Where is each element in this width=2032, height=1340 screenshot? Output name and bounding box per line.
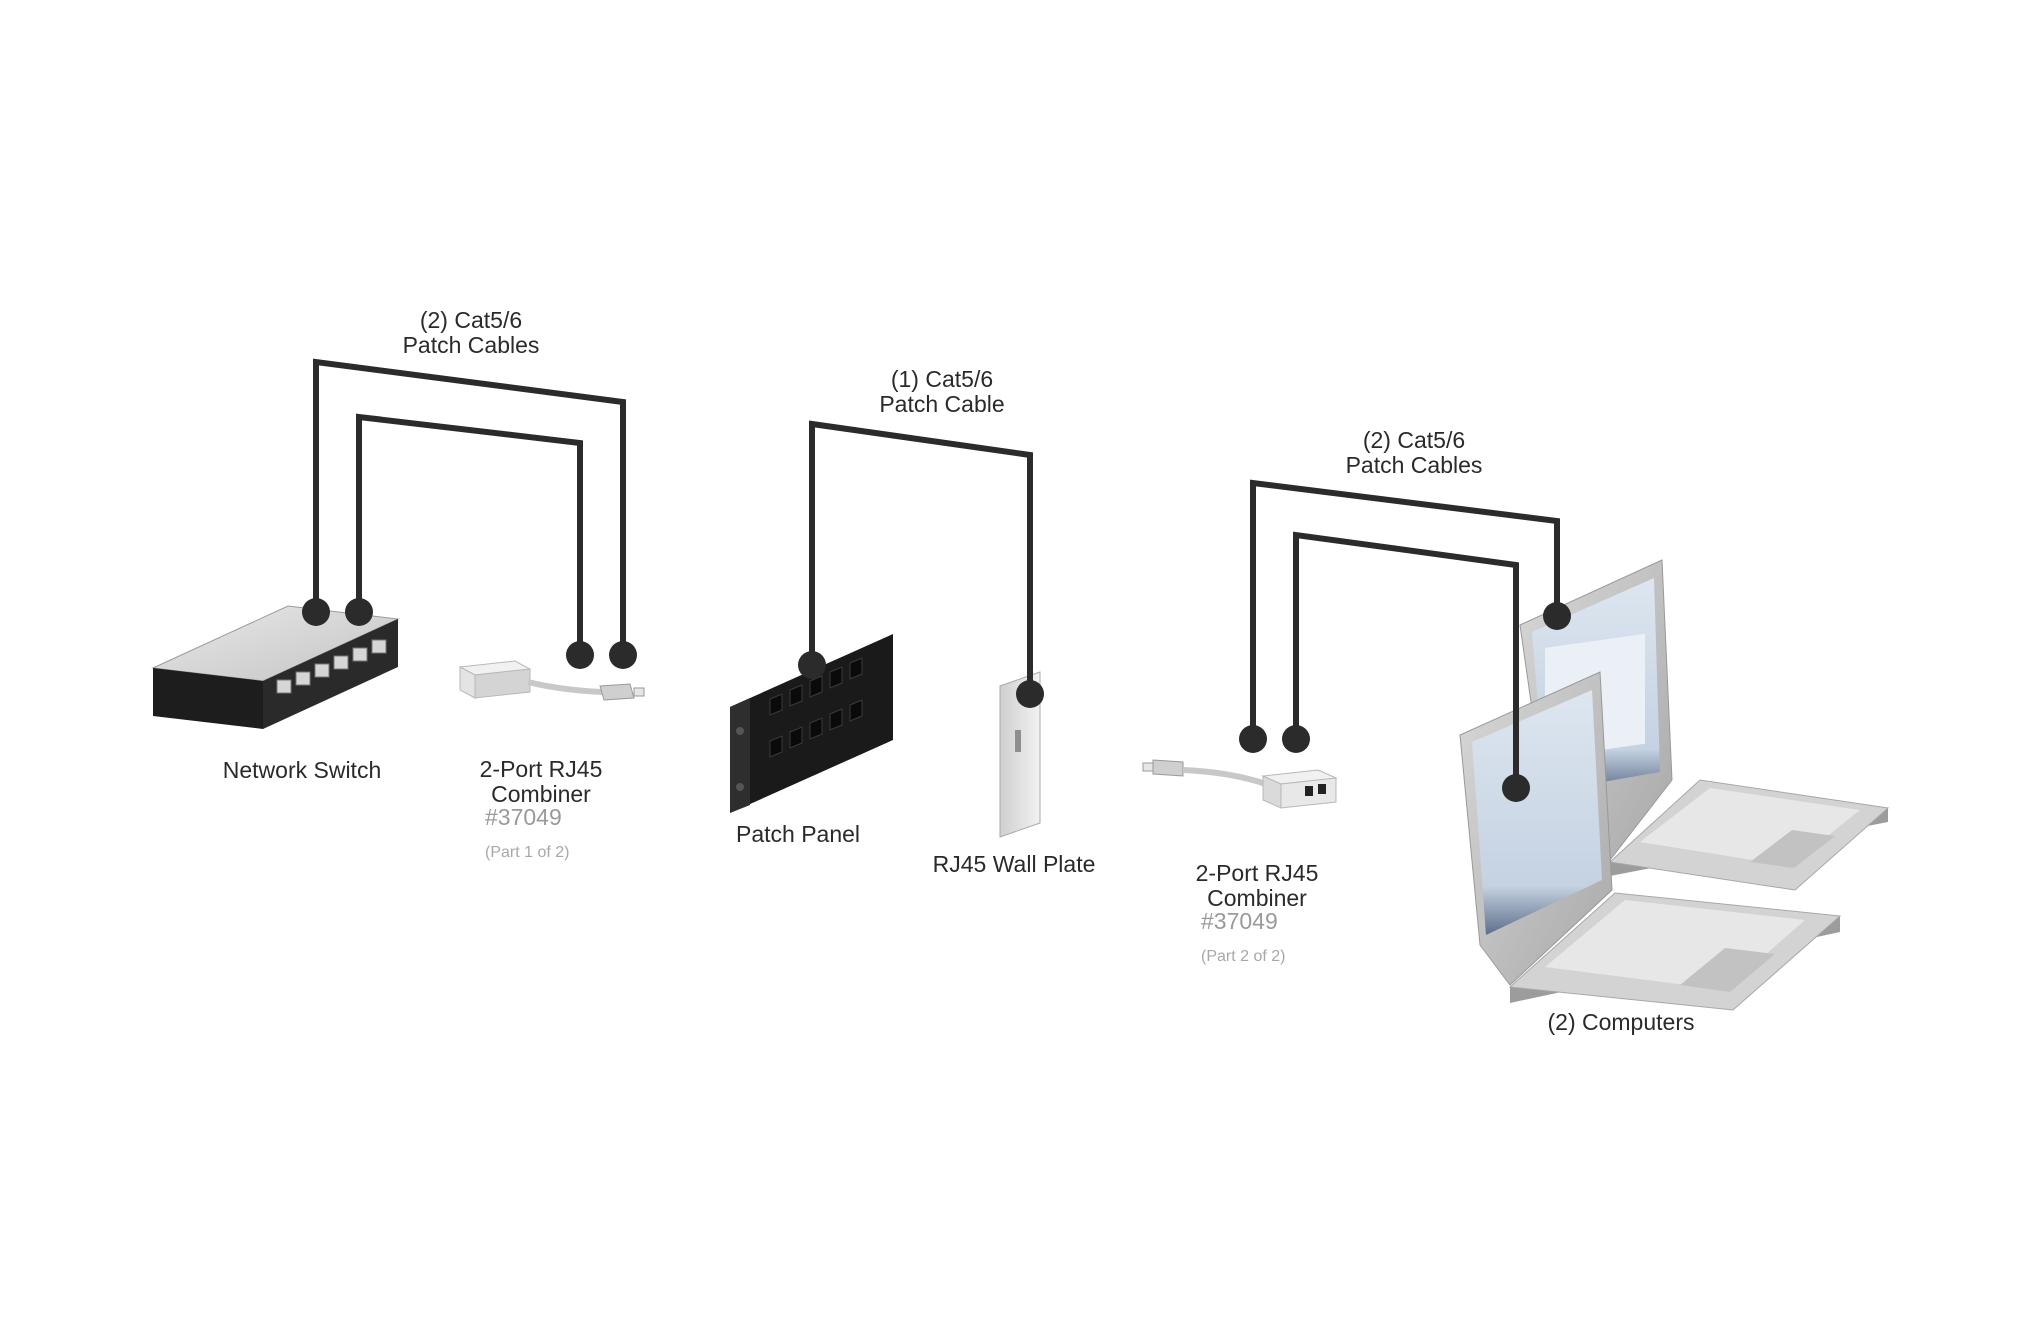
connector-dot: [345, 598, 373, 626]
patch-panel-icon: [730, 634, 893, 813]
wall-plate-label: RJ45 Wall Plate: [932, 851, 1096, 877]
patch-cable-inner-left: [356, 413, 583, 654]
cable-group-left: [313, 358, 626, 654]
combiner-2-part-number: #37049: [1201, 908, 1278, 934]
cable-middle-line-2: Patch Cable: [879, 391, 1005, 417]
connector-dot: [566, 641, 594, 669]
patch-cable-inner-right: [1293, 531, 1519, 786]
cables-right-line-2: Patch Cables: [1345, 452, 1483, 478]
connector-dot: [1502, 774, 1530, 802]
computers-label: (2) Computers: [1547, 1009, 1695, 1035]
cable-group-right: [1250, 479, 1560, 786]
connector-dot: [609, 641, 637, 669]
patch-cable-outer-left: [313, 358, 626, 654]
connector-dot: [1016, 680, 1044, 708]
cables-left-label: (2) Cat5/6 Patch Cables: [371, 308, 571, 358]
combiner-2-name-line-1: 2-Port RJ45: [1195, 860, 1319, 886]
combiner-2-label: 2-Port RJ45 Combiner: [1157, 861, 1357, 911]
cables-left-line-1: (2) Cat5/6: [419, 307, 523, 333]
cable-middle-label: (1) Cat5/6 Patch Cable: [842, 367, 1042, 417]
rj45-wall-plate-icon: [999, 671, 1041, 838]
cable-connectors: [302, 598, 1571, 802]
connector-dot: [302, 598, 330, 626]
patch-cable-outer-right: [1250, 479, 1560, 739]
network-switch-icon: [151, 605, 400, 729]
cable-group-middle: [809, 420, 1033, 694]
patch-cable-middle: [809, 420, 1033, 694]
combiner-2-name-line-2: Combiner: [1207, 885, 1307, 911]
cables-right-label: (2) Cat5/6 Patch Cables: [1314, 428, 1514, 478]
combiner-2-note: (Part 2 of 2): [1201, 948, 1286, 965]
combiner-1-note: (Part 1 of 2): [485, 844, 570, 861]
rj45-combiner-1-icon: [458, 660, 645, 701]
combiner-1-name-line-2: Combiner: [491, 781, 591, 807]
connector-dot: [1239, 725, 1267, 753]
connector-dot: [1543, 602, 1571, 630]
combiner-1-name-line-1: 2-Port RJ45: [479, 756, 603, 782]
connector-dot: [798, 651, 826, 679]
cables-right-line-1: (2) Cat5/6: [1362, 427, 1466, 453]
patch-panel-label: Patch Panel: [735, 821, 861, 847]
combiner-1-label: 2-Port RJ45 Combiner: [441, 757, 641, 807]
cable-middle-line-1: (1) Cat5/6: [890, 366, 994, 392]
combiner-1-part-number: #37049: [485, 804, 562, 830]
rj45-combiner-2-icon: [1142, 759, 1338, 809]
cables-left-line-2: Patch Cables: [402, 332, 540, 358]
connector-dot: [1282, 725, 1310, 753]
laptop-front-icon: [1459, 671, 1842, 1011]
network-switch-label: Network Switch: [222, 757, 382, 783]
